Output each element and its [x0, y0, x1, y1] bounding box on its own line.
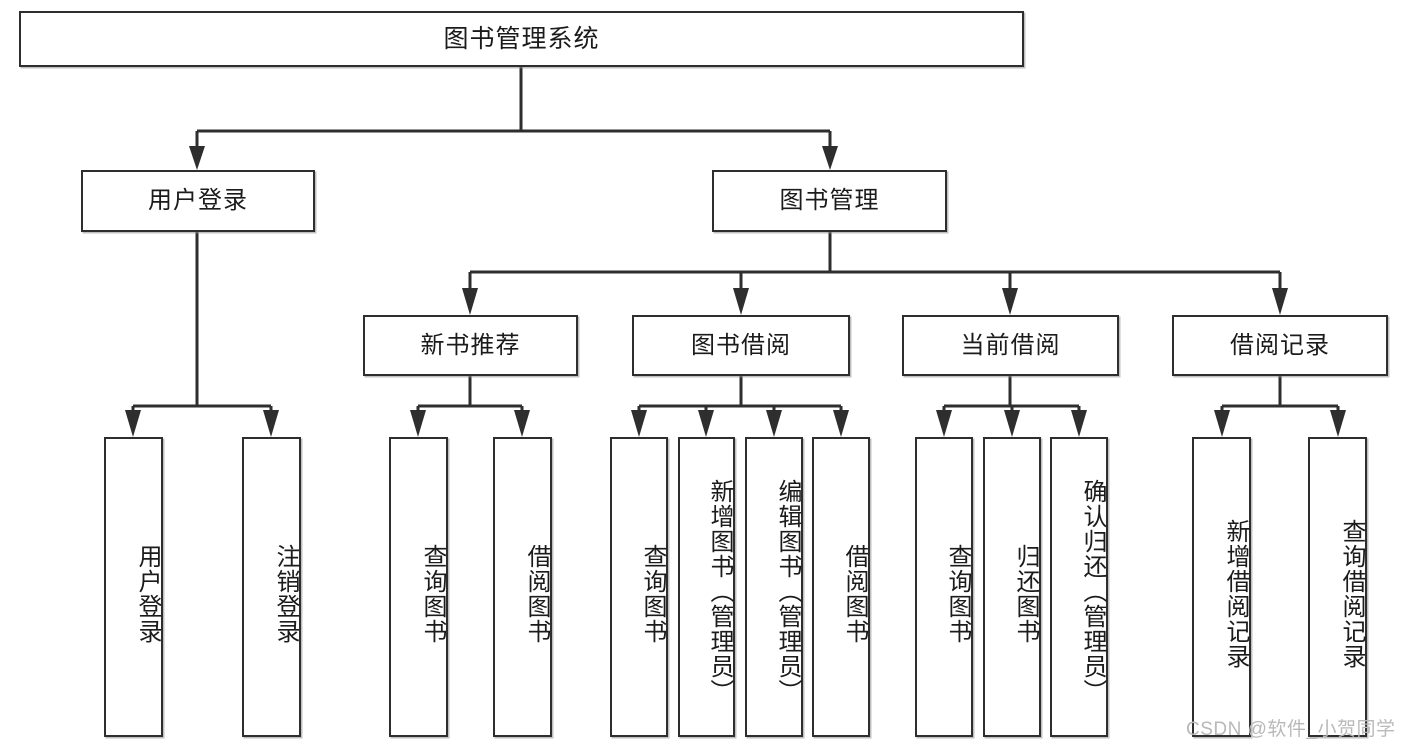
- node-label: 归还图书: [1012, 544, 1039, 644]
- node-label: 图书管理系统: [443, 24, 600, 53]
- node-leaf-add-book[interactable]: 新增图书（管理员）: [678, 437, 735, 737]
- node-label: 借阅图书: [523, 544, 550, 644]
- node-leaf-add-borrow-record[interactable]: 新增借阅记录: [1192, 437, 1251, 737]
- node-leaf-user-login[interactable]: 用户登录: [104, 437, 163, 737]
- node-leaf-query-borrow-record[interactable]: 查询借阅记录: [1308, 437, 1367, 737]
- node-leaf-edit-book[interactable]: 编辑图书（管理员）: [745, 437, 803, 737]
- node-label: 用户登录: [134, 544, 161, 644]
- node-new-book-recommend[interactable]: 新书推荐: [363, 315, 578, 376]
- node-leaf-confirm-return[interactable]: 确认归还（管理员）: [1050, 437, 1108, 737]
- node-label: 用户登录: [148, 187, 248, 214]
- node-label: 当前借阅: [960, 331, 1061, 359]
- node-leaf-query-book-borrow[interactable]: 查询图书: [610, 437, 668, 737]
- node-label: 编辑图书（管理员）: [774, 478, 801, 704]
- node-user-login[interactable]: 用户登录: [81, 170, 315, 232]
- node-label: 借阅记录: [1230, 331, 1330, 359]
- node-label: 查询图书: [419, 544, 446, 644]
- node-label: 借阅图书: [841, 544, 868, 644]
- node-label: 查询图书: [639, 544, 666, 644]
- node-current-borrow[interactable]: 当前借阅: [902, 315, 1119, 376]
- node-book-borrow[interactable]: 图书借阅: [632, 315, 850, 376]
- node-leaf-query-book-recommend[interactable]: 查询图书: [389, 437, 448, 737]
- node-leaf-query-book-current[interactable]: 查询图书: [915, 437, 973, 737]
- node-label: 图书管理: [779, 187, 880, 214]
- node-label: 图书借阅: [691, 331, 791, 359]
- node-leaf-return-book[interactable]: 归还图书: [983, 437, 1041, 737]
- node-label: 新增图书（管理员）: [706, 478, 733, 704]
- node-label: 注销登录: [272, 544, 299, 644]
- node-leaf-borrow-book-recommend[interactable]: 借阅图书: [493, 437, 552, 737]
- node-root-book-management-system[interactable]: 图书管理系统: [19, 11, 1024, 67]
- node-label: 确认归还（管理员）: [1079, 478, 1106, 704]
- node-label: 查询图书: [944, 544, 971, 644]
- node-label: 新增借阅记录: [1222, 519, 1249, 669]
- node-label: 新书推荐: [420, 331, 521, 359]
- node-book-manage[interactable]: 图书管理: [712, 170, 947, 232]
- node-leaf-borrow-book[interactable]: 借阅图书: [812, 437, 870, 737]
- node-borrow-record[interactable]: 借阅记录: [1172, 315, 1388, 376]
- csdn-watermark: CSDN @软件_小贺同学: [1186, 719, 1396, 740]
- node-label: 查询借阅记录: [1338, 519, 1365, 669]
- node-leaf-user-logout[interactable]: 注销登录: [242, 437, 301, 737]
